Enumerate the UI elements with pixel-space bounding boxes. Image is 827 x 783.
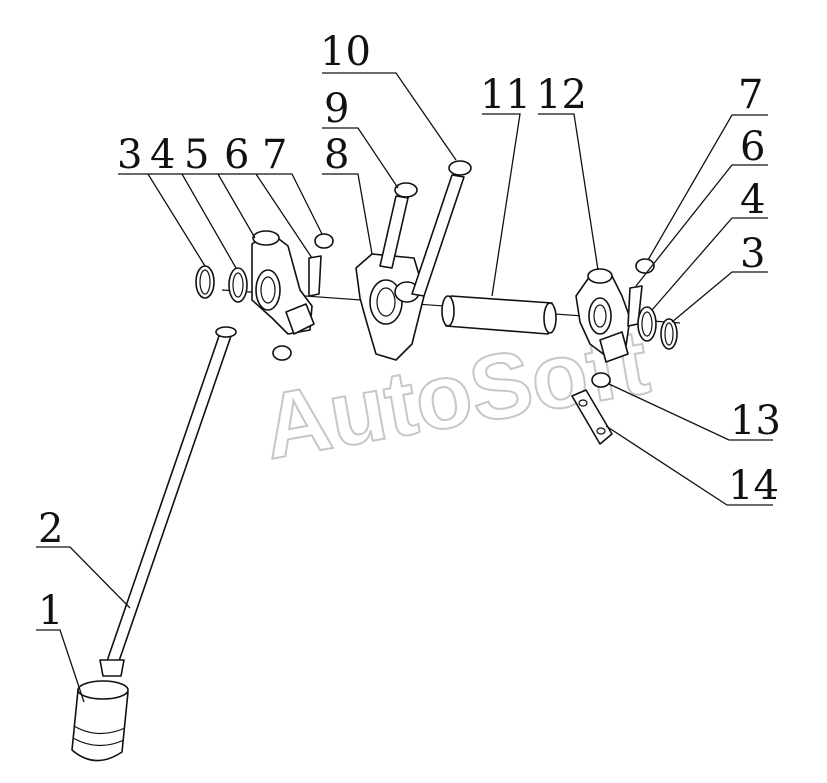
part-9-bolt: [379, 182, 418, 269]
part-11-rocker-shaft: [441, 295, 557, 335]
part-2-push-rod: [99, 326, 237, 677]
part-10-bolt: [411, 160, 472, 297]
callout-3-left: 3: [117, 132, 142, 178]
part-1-sleeve: [71, 680, 129, 762]
callout-4-left: 4: [150, 132, 175, 178]
callout-6-right: 6: [740, 124, 765, 170]
part-4-washer-left: [228, 267, 248, 303]
callout-10: 10: [320, 29, 371, 75]
part-3-snap-ring-left: [195, 265, 215, 299]
callout-numbers: 1 2 3 4 5 6 7 8 9 10 11 12 7 6 4 3 13 14: [38, 29, 781, 634]
callout-6-left: 6: [224, 132, 249, 178]
callout-4-right: 4: [740, 177, 765, 223]
callout-12: 12: [536, 72, 587, 118]
nut-lower-left: [272, 345, 292, 361]
callout-13: 13: [730, 398, 781, 444]
callout-9: 9: [324, 86, 349, 132]
part-6-adjust-screw-left: [308, 255, 322, 297]
part-5-rocker-arm-left: [251, 230, 315, 335]
callout-3-right: 3: [740, 231, 765, 277]
part-13-nut: [591, 372, 611, 388]
callout-7-right: 7: [738, 72, 763, 118]
callout-11: 11: [480, 72, 531, 118]
callout-1: 1: [38, 588, 63, 634]
part-7-nut-left: [314, 233, 334, 249]
part-8-rocker-bracket: [355, 253, 425, 361]
callout-14: 14: [728, 463, 779, 509]
part-14-clamp-block: [571, 389, 613, 445]
callout-5: 5: [184, 132, 209, 178]
callout-8: 8: [324, 132, 349, 178]
part-12-rocker-arm-right: [575, 268, 631, 363]
leader-lines: [36, 72, 773, 703]
callout-7-left: 7: [262, 132, 287, 178]
callout-2: 2: [38, 506, 63, 552]
part-3-snap-ring-right: [660, 318, 678, 350]
part-4-washer-right: [637, 306, 657, 342]
